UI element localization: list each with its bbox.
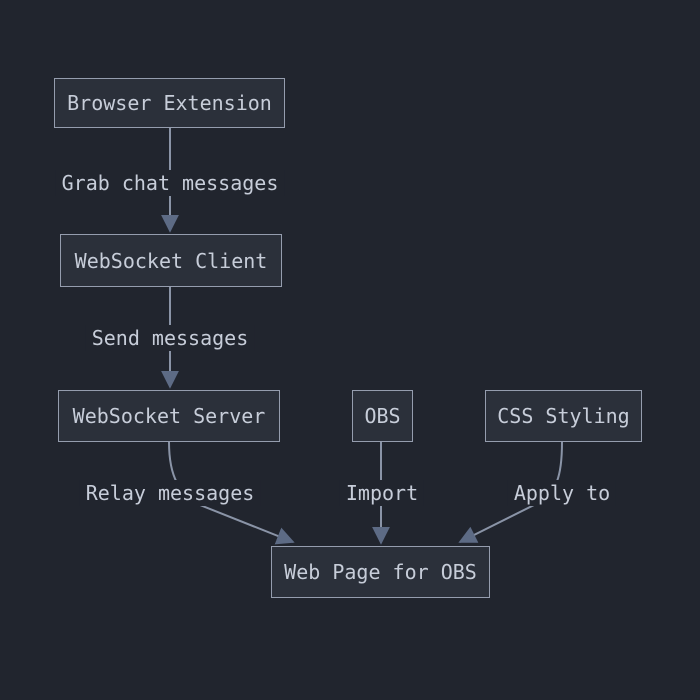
- node-label-obs: OBS: [364, 404, 401, 428]
- node-label-websocket-client: WebSocket Client: [74, 248, 268, 273]
- edge-label-relay-messages: Relay messages: [79, 480, 261, 506]
- node-websocket-client: WebSocket Client: [60, 234, 282, 287]
- node-label-websocket-server: WebSocket Server: [72, 404, 266, 428]
- node-obs: OBS: [352, 390, 413, 442]
- node-web-page-for-obs: Web Page for OBS: [271, 546, 490, 598]
- edge-label-send-messages: Send messages: [85, 325, 255, 351]
- node-label-css-styling: CSS Styling: [497, 404, 630, 428]
- edge-label-apply-to: Apply to: [507, 480, 617, 506]
- node-label-browser-extension: Browser Extension: [67, 91, 272, 115]
- node-css-styling: CSS Styling: [485, 390, 642, 442]
- edge-label-grab-chat-messages: Grab chat messages: [55, 170, 285, 196]
- node-browser-extension: Browser Extension: [54, 78, 285, 128]
- node-websocket-server: WebSocket Server: [58, 390, 280, 442]
- edge-label-import: Import: [339, 480, 425, 506]
- node-label-web-page-for-obs: Web Page for OBS: [284, 560, 477, 584]
